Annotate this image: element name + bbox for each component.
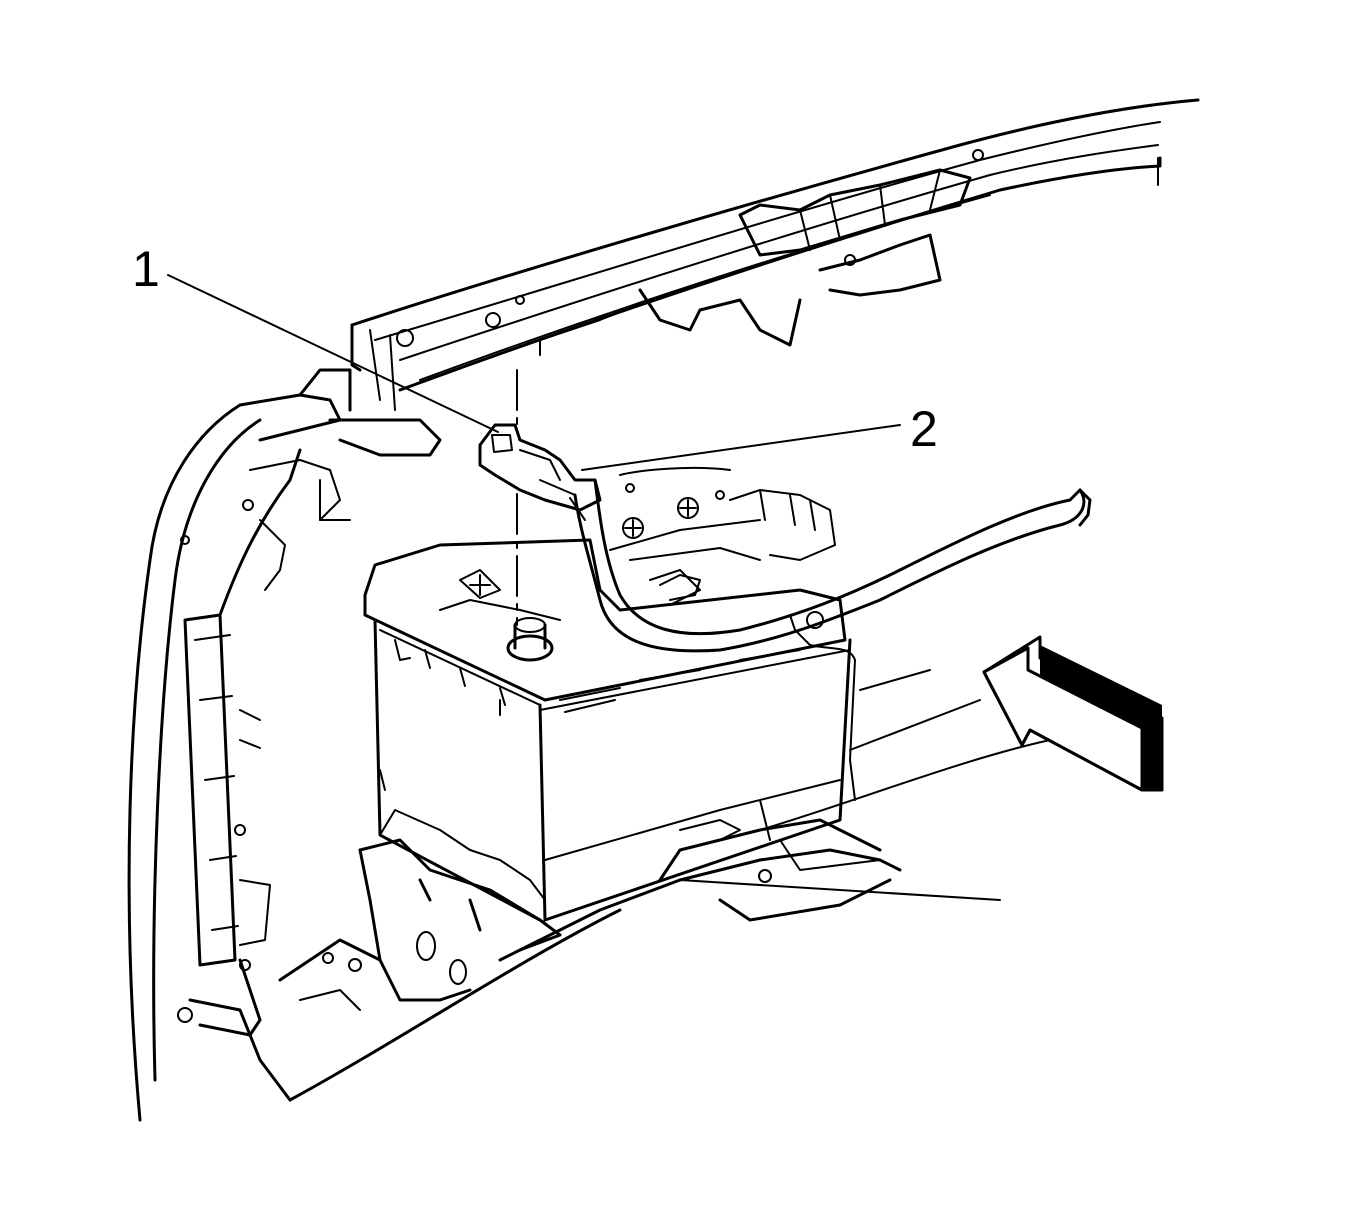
battery-tray [278,669,1051,1102]
callout-1-label: 1 [132,241,160,297]
battery-negative-post [506,617,554,662]
cowl-panel [350,98,1200,411]
view-direction-arrow-icon [982,635,1164,792]
left-fender-support [127,368,442,1122]
battery [363,466,852,922]
callout-1-leader [167,274,499,433]
callout-2-label: 2 [910,401,938,457]
callout-2-leader [581,424,901,471]
battery-negative-cable [478,423,1092,801]
